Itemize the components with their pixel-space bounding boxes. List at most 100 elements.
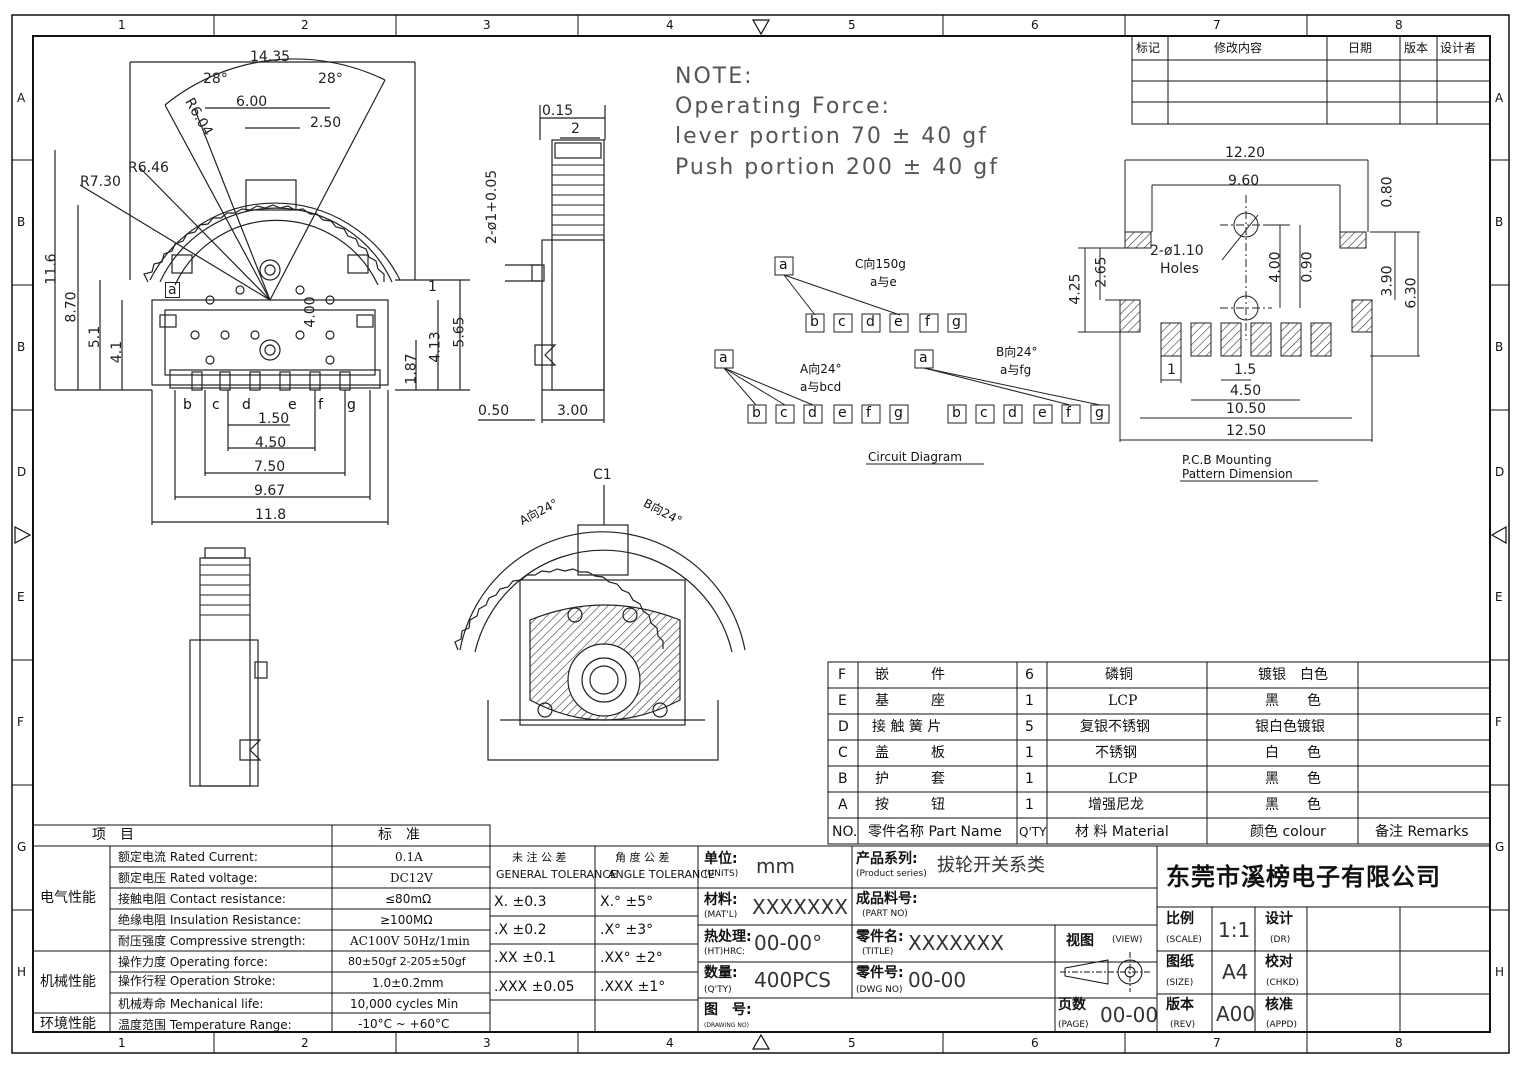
zone-col-8-bottom: 8 (1395, 1036, 1403, 1050)
circuit-b-pin-b: b (952, 405, 961, 421)
zone-col-7: 7 (1213, 18, 1221, 32)
bom-qty: 1 (1025, 745, 1034, 761)
dim-r646: R6.46 (128, 160, 169, 176)
zone-row-a: A (17, 91, 26, 105)
bom-material: 磷铜 (1105, 667, 1133, 683)
circuit-a-pin-e: e (838, 405, 847, 421)
small-side-view (189, 547, 268, 787)
dim-b450: 4.50 (255, 435, 287, 451)
pcb-pattern (1078, 159, 1420, 482)
zone-col-4-bottom: 4 (666, 1036, 674, 1050)
spec-label: 操作力度 Operating force: (118, 955, 268, 969)
spec-group-electrical: 电气性能 (40, 890, 96, 906)
spec-label: 耐压强度 Compressive strength: (118, 934, 306, 948)
zone-col-6: 6 (1031, 18, 1039, 32)
pcb-dim-1220: 12.20 (1225, 145, 1266, 161)
pcb-holes: 2-ø1.10 (1150, 243, 1204, 259)
bom-no: D (838, 719, 849, 735)
tb-appd-en: (APPD) (1266, 1020, 1297, 1030)
note-title: NOTE: (675, 64, 754, 89)
zone-col-3: 3 (483, 18, 491, 32)
tol-angle-row: .X° ±3° (600, 922, 654, 938)
pcb-dim-400: 4.00 (1267, 251, 1284, 283)
tb-chkd-en: (CHKD) (1266, 978, 1299, 988)
spec-value: AC100V 50Hz/1min (350, 934, 470, 948)
bom-name: 嵌 件 (875, 667, 945, 683)
zone-ticks (12, 15, 1509, 1053)
tb-series-cn: 产品系列: (856, 851, 918, 867)
tb-company: 东莞市溪榜电子有限公司 (1166, 863, 1441, 891)
zone-row-h: H (17, 965, 27, 979)
front-pin-e: e (288, 397, 297, 413)
tol-general-row: .X ±0.2 (494, 922, 547, 938)
circuit-b-pin-d: d (1008, 405, 1017, 421)
tb-scale-cn: 比例 (1166, 911, 1194, 927)
spec-value: ≥100MΩ (380, 913, 433, 927)
tol-angle-cn: 角 度 公 差 (615, 851, 670, 864)
circuit-b-pin-f: f (1066, 405, 1071, 421)
tb-drawing-en: (DRAWING NO) (704, 1022, 749, 1029)
tol-general-row: .XX ±0.1 (494, 950, 557, 966)
bom-name: 按 钮 (875, 797, 945, 813)
circuit-c-conn: a与e (870, 275, 897, 289)
circuit-c-pin-b: b (810, 314, 819, 330)
tb-chkd-cn: 校对 (1265, 954, 1293, 970)
tb-dwg-cn: 零件号: (856, 965, 904, 981)
tb-dr-en: (DR) (1270, 935, 1291, 945)
bom-header-material: 材 料 Material (1075, 824, 1169, 840)
zone-row-a-right: A (1495, 91, 1504, 105)
bom-qty: 1 (1025, 771, 1034, 787)
bom-name: 基 座 (875, 693, 945, 709)
tb-units-en: (UNITS) (704, 869, 739, 879)
circuit-c-pin-f: f (925, 314, 930, 330)
bom-table (827, 661, 1491, 845)
tb-drawing-cn: 图 号: (704, 1002, 752, 1018)
spec-label: 温度范围 Temperature Range: (118, 1018, 292, 1032)
tb-size-cn: 图纸 (1166, 954, 1194, 970)
dim-h51: 5.1 (87, 325, 104, 349)
circuit-a-pin-b: b (752, 405, 761, 421)
tb-partno-cn: 成品料号: (856, 891, 918, 907)
pcb-dim-960: 9.60 (1228, 173, 1260, 189)
dim-b118: 11.8 (255, 507, 287, 523)
note-line-2: lever portion 70 ± 40 gf (675, 124, 988, 149)
spec-value: 80±50gf 2-205±50gf (348, 955, 466, 968)
dim-h870: 8.70 (63, 291, 80, 323)
spec-label: 接触电阻 Contact resistance: (118, 892, 286, 906)
bom-name: 盖 板 (875, 745, 945, 761)
bom-name: 护 套 (875, 771, 945, 787)
tb-page-cn: 页数 (1058, 997, 1086, 1013)
zone-row-g-right: G (1495, 840, 1505, 854)
dim-top-width: 14.35 (250, 49, 291, 65)
zone-col-2: 2 (301, 18, 309, 32)
pcb-dim-425: 4.25 (1067, 273, 1084, 305)
pcb-holes-label: Holes (1160, 261, 1199, 277)
bom-colour: 黑 色 (1265, 693, 1321, 709)
tb-qty-en: (Q'TY) (704, 985, 732, 995)
tol-general-row: .XXX ±0.05 (494, 979, 575, 995)
tb-series-en: (Product series) (856, 869, 927, 879)
bom-no: E (838, 693, 847, 709)
tb-dr-cn: 设计 (1265, 911, 1293, 927)
tol-angle-row: X.° ±5° (600, 894, 654, 910)
dim-side-015: 0.15 (542, 103, 574, 119)
spec-value: -10°C ~ +60°C (358, 1017, 450, 1031)
spec-group-environment: 环境性能 (40, 1016, 96, 1032)
dim-side-hole: 2-ø1+0.05 (484, 169, 501, 245)
circuit-c-pin-g: g (952, 314, 961, 330)
tol-general-en: GENERAL TOLERANCE (496, 868, 618, 881)
circuit-b-dir: B向24° (996, 345, 1038, 359)
front-pin-f: f (318, 397, 323, 413)
pcb-dim-1: 1 (1167, 362, 1176, 378)
circuit-b-conn: a与fg (1000, 363, 1032, 377)
tb-units-value: mm (756, 854, 795, 878)
spec-header-std: 标 准 (378, 827, 420, 843)
bom-qty: 5 (1025, 719, 1034, 735)
dim-h400: 4.00 (302, 296, 319, 328)
zone-col-7-bottom: 7 (1213, 1036, 1221, 1050)
dim-h187: 1.87 (403, 353, 420, 385)
bom-colour: 白 色 (1265, 745, 1321, 761)
circuit-title: Circuit Diagram (868, 450, 962, 464)
tb-mat-en: (MAT'L) (704, 910, 738, 920)
zone-row-f-right: F (1495, 715, 1502, 729)
